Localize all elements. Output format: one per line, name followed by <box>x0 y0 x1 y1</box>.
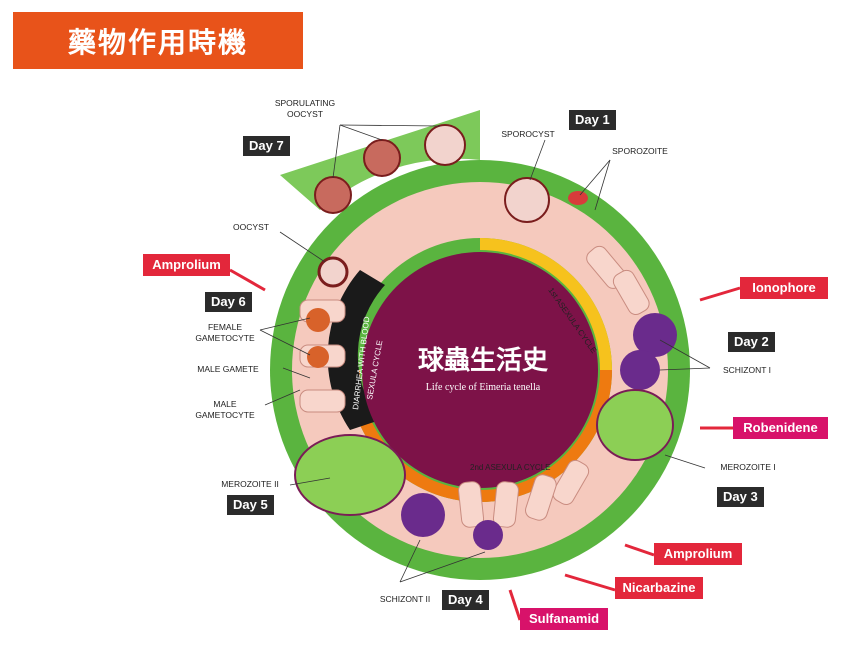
center-circle <box>362 252 598 488</box>
sporulating-oocyst-3 <box>424 124 466 166</box>
male-gametocyte-label: MALE GAMETOCYTE <box>195 399 255 420</box>
sporulating-oocyst-2 <box>363 139 401 177</box>
day-6-badge: Day 6 <box>205 292 252 312</box>
center-subtitle: Life cycle of Eimeria tenella <box>425 382 541 393</box>
drug-amprolium-bottom: Amprolium <box>654 543 742 565</box>
day-5-badge: Day 5 <box>227 495 274 515</box>
schizont-1-label: SCHIZONT I <box>722 365 771 375</box>
day-1-badge: Day 1 <box>569 110 616 130</box>
day-3-badge: Day 3 <box>717 487 764 507</box>
asexual-1-arc <box>480 238 612 370</box>
merozoite-1-mass <box>596 389 674 461</box>
merozoite-2-label: MEROZOITE II <box>221 479 279 489</box>
schizont-2-a <box>401 493 445 537</box>
asexual-2-label: 2nd ASEXULA CYCLE <box>470 463 551 472</box>
leader-lines <box>259 124 711 583</box>
schizont-1-b <box>620 350 660 390</box>
drug-nicarbazine: Nicarbazine <box>615 577 703 599</box>
male-gamete-label: MALE GAMETE <box>197 364 259 374</box>
day-2-badge: Day 2 <box>728 332 775 352</box>
center-title: 球蟲生活史 <box>417 346 548 376</box>
female-gametocyte-b <box>307 346 329 368</box>
drug-ionophore: Ionophore <box>740 277 828 299</box>
schizont-2-label: SCHIZONT II <box>379 594 431 604</box>
day-4-badge: Day 4 <box>442 590 489 610</box>
oocyst-label: OOCYST <box>233 222 269 232</box>
sporozoite-label: SPOROZOITE <box>612 146 668 156</box>
drug-robenidene: Robenidene <box>733 417 828 439</box>
drug-amprolium-top: Amprolium <box>143 254 230 276</box>
drug-arrows <box>229 268 741 621</box>
sporocyst-label: SPOROCYST <box>501 129 555 139</box>
merozoite-2-mass <box>294 434 406 516</box>
schizont-2-b <box>473 520 503 550</box>
sporocyst-cell <box>504 177 550 223</box>
oocyst-cell <box>317 256 349 288</box>
sporozoite-cell <box>568 191 588 205</box>
day-7-badge: Day 7 <box>243 136 290 156</box>
female-gametocyte-a <box>306 308 330 332</box>
female-gametocyte-label: FEMALE GAMETOCYTE <box>195 322 255 343</box>
drug-sulfanamid: Sulfanamid <box>520 608 608 630</box>
sporulating-oocyst-label: SPORULATING OOCYST <box>274 98 336 119</box>
sporulating-oocyst-1 <box>314 176 352 214</box>
schizont-1-a <box>633 313 677 357</box>
merozoite-1-label: MEROZOITE I <box>720 462 776 472</box>
page-title: 藥物作用時機 <box>13 12 303 69</box>
